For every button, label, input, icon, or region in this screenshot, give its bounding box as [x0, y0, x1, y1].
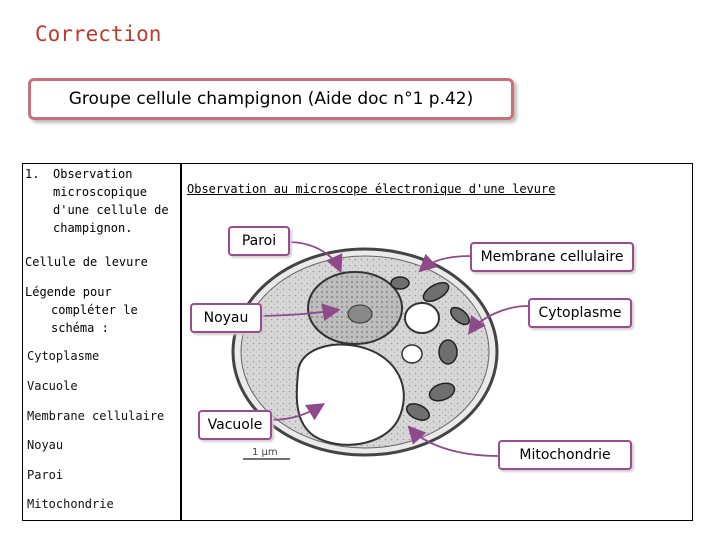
arrow-paroi [287, 241, 343, 274]
nucleolus [347, 304, 373, 324]
group-title-box: Groupe cellule champignon (Aide doc n°1 … [28, 78, 514, 120]
legend-term-paroi: Paroi [27, 468, 64, 482]
legend-term-mitochondrie: Mitochondrie [27, 497, 114, 511]
label-noyau: Noyau [190, 303, 262, 333]
label-membrane: Membrane cellulaire [470, 242, 634, 272]
arrow-mitochondrie [407, 425, 499, 457]
observation-number: 1. [25, 167, 40, 181]
label-vacuole-text: Vacuole [207, 417, 263, 433]
label-cytoplasme-text: Cytoplasme [538, 305, 622, 321]
legend-term-vacuole: Vacuole [27, 379, 78, 393]
legend-instruction: Légende pour compléter le schéma : [25, 283, 175, 337]
label-noyau-text: Noyau [203, 310, 249, 326]
legend-term-membrane: Membrane cellulaire [27, 409, 165, 423]
label-mitochondrie-text: Mitochondrie [519, 447, 611, 463]
vacuole-small [404, 302, 440, 334]
group-title: Groupe cellule champignon (Aide doc n°1 … [68, 89, 474, 109]
label-paroi-text: Paroi [241, 233, 277, 249]
arrow-cytoplasme [467, 305, 529, 335]
legend-line-3: schéma : [51, 321, 109, 335]
vacuole-small-2 [401, 344, 423, 364]
electron-microscope-title: Observation au microscope électronique d… [187, 182, 556, 196]
observation-text: Observation microscopique d'une cellule … [53, 167, 169, 235]
content-frame [22, 163, 693, 521]
legend-line-2: compléter le [51, 303, 138, 317]
label-mitochondrie: Mitochondrie [498, 440, 632, 470]
legend-term-noyau: Noyau [27, 438, 64, 452]
legend-line-1: Légende pour [25, 285, 112, 299]
mitochondria-group [390, 276, 471, 421]
label-membrane-text: Membrane cellulaire [480, 249, 624, 265]
cell-caption: Cellule de levure [25, 255, 148, 269]
label-cytoplasme: Cytoplasme [528, 298, 632, 328]
label-vacuole: Vacuole [198, 410, 272, 440]
arrow-vacuole [269, 403, 326, 421]
correction-heading: Correction [35, 22, 162, 46]
label-paroi: Paroi [228, 226, 290, 256]
arrow-membrane [418, 253, 471, 273]
vacuole-large [295, 343, 405, 446]
legend-term-cytoplasme: Cytoplasme [27, 349, 100, 363]
scale-label: 1 µm [252, 447, 278, 458]
column-divider [180, 163, 182, 521]
